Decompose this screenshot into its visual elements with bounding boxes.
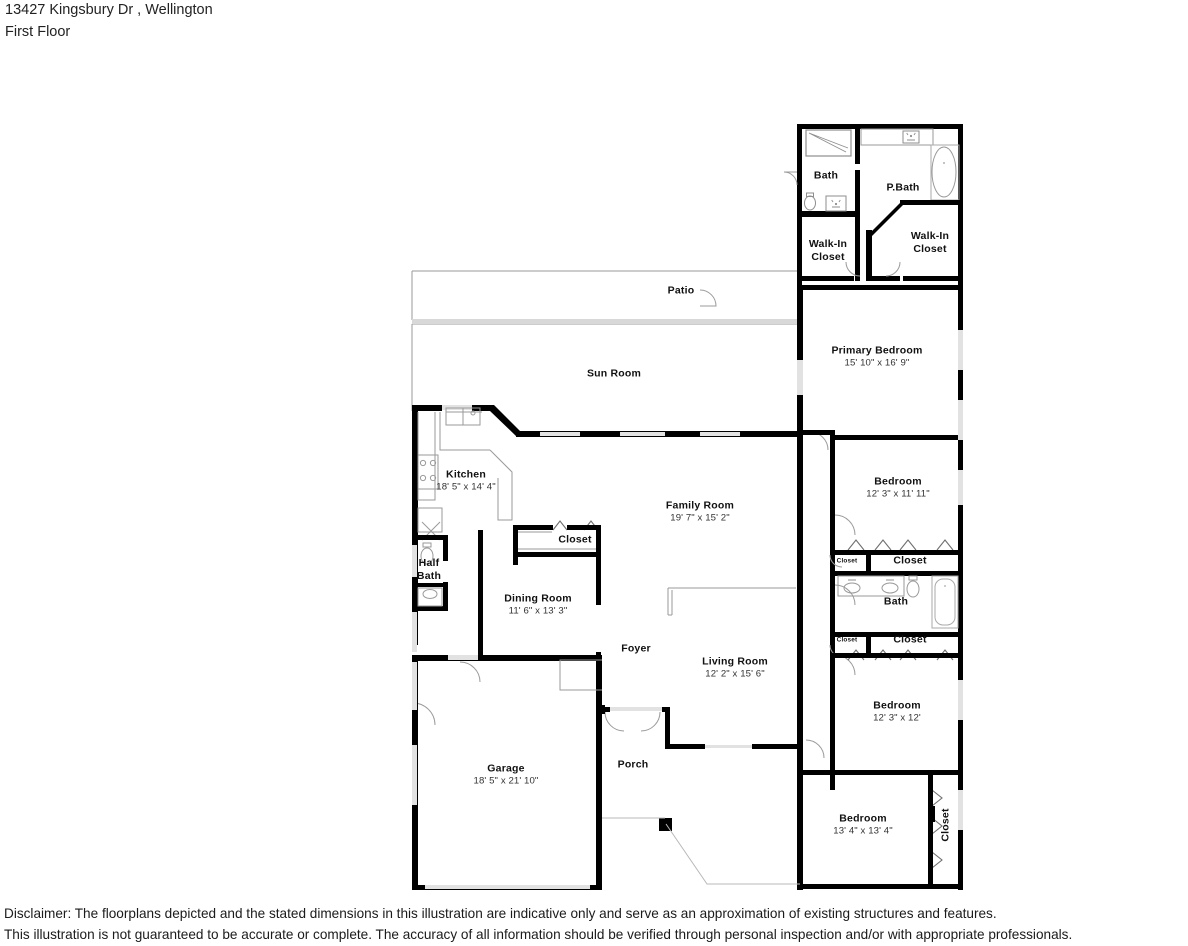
room-name: Closet xyxy=(939,808,952,842)
porch-door-opening xyxy=(610,707,752,748)
room-label-bath-top: Bath xyxy=(814,170,838,183)
room-name: Dining Room xyxy=(504,592,572,605)
room-label-porch: Porch xyxy=(618,759,649,772)
room-name: Kitchen xyxy=(446,468,486,481)
family-room-builtin xyxy=(667,587,796,616)
room-dimensions: 18' 5" x 14' 4" xyxy=(436,481,496,493)
bedroom3-closet-wall xyxy=(928,806,935,822)
dining-room-walls xyxy=(412,525,602,712)
room-name: Closet xyxy=(893,633,927,646)
room-label-bath-mid: Bath xyxy=(884,596,908,609)
room-label-patio: Patio xyxy=(668,285,695,298)
room-name: Foyer xyxy=(621,642,651,655)
porch-outline xyxy=(602,817,800,885)
kitchen-counters xyxy=(417,407,513,533)
room-dimensions: 11' 6" x 13' 3" xyxy=(508,605,568,617)
room-name: Porch xyxy=(617,758,649,771)
floor-label: First Floor xyxy=(5,24,71,40)
room-name: Bedroom xyxy=(873,699,921,712)
room-name: Primary Bedroom xyxy=(831,344,923,357)
half-bath xyxy=(412,535,448,645)
top-bath-block xyxy=(802,128,963,281)
room-name: Family Room xyxy=(665,499,735,512)
room-name: Closet xyxy=(836,636,858,644)
garage-detail xyxy=(559,659,602,691)
room-label-sun-room: Sun Room xyxy=(587,368,641,381)
room-label-closet-dining: Closet xyxy=(558,534,591,547)
mid-bath-fixtures xyxy=(837,575,959,629)
room-dimensions: 13' 4" x 13' 4" xyxy=(833,825,893,837)
patio-sill-band xyxy=(412,319,800,324)
dining-closet-shelf xyxy=(518,531,596,550)
room-name: Patio xyxy=(667,284,695,297)
floor-plan-geometry xyxy=(411,124,963,890)
room-label-closet-bed3: Closet xyxy=(940,808,953,841)
room-label-closet-bed2-sm: Closet xyxy=(837,634,858,647)
room-dimensions: 19' 7" x 15' 2" xyxy=(670,512,730,524)
primary-bedroom-walls xyxy=(797,285,963,440)
room-name: Closet xyxy=(836,557,858,565)
room-name: Bedroom xyxy=(839,812,887,825)
room-name: Closet xyxy=(893,554,927,567)
room-dimensions: 12' 2" x 15' 6" xyxy=(705,668,765,680)
room-name: Bedroom xyxy=(874,475,922,488)
room-name: Closet xyxy=(558,533,592,546)
bedroom1-bath-walls xyxy=(797,550,963,885)
room-name: Garage xyxy=(487,762,525,775)
window-openings xyxy=(412,330,963,830)
thin-outline-lines xyxy=(411,270,800,411)
room-label-closet-bed1: Closet xyxy=(893,555,926,568)
disclaimer-line-1: Disclaimer: The floorplans depicted and … xyxy=(4,906,997,921)
room-name: Bath xyxy=(883,595,909,608)
half-bath-opening xyxy=(412,545,417,652)
room-label-closet-bed2: Closet xyxy=(893,634,926,647)
disclaimer: Disclaimer: The floorplans depicted and … xyxy=(4,903,1072,942)
room-name: P.Bath xyxy=(886,181,920,194)
room-label-foyer: Foyer xyxy=(621,643,651,656)
room-label-closet-bed1-sm: Closet xyxy=(837,555,858,568)
garage-openings xyxy=(412,655,590,889)
room-dimensions: 18' 5" x 21' 10" xyxy=(473,775,539,787)
room-dimensions: 12' 3" x 11' 11" xyxy=(866,488,930,500)
disclaimer-line-2: This illustration is not guaranteed to b… xyxy=(4,927,1073,942)
property-address: 13427 Kingsbury Dr , Wellington xyxy=(5,2,213,18)
room-name: Living Room xyxy=(702,655,768,668)
room-dimensions: 15' 10" x 16' 9" xyxy=(844,357,910,369)
room-name: Sun Room xyxy=(586,367,642,380)
room-dimensions: 12' 3" x 12' xyxy=(873,712,921,724)
room-name: Bath xyxy=(813,169,839,182)
room-label-p-bath: P.Bath xyxy=(886,182,919,195)
